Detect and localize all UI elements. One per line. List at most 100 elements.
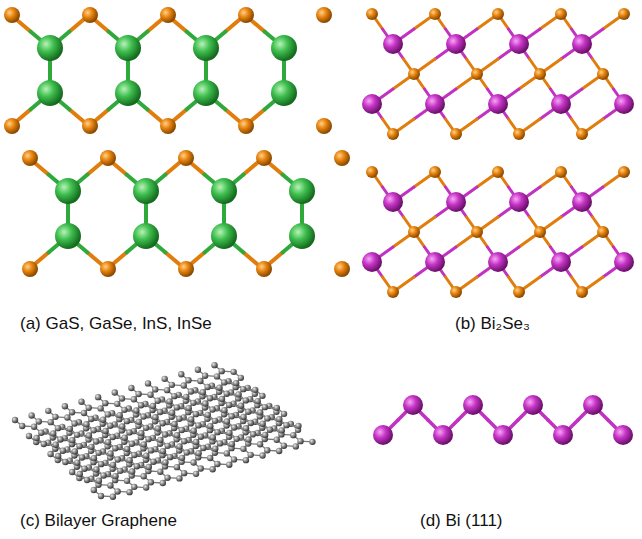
- bismuth-atom: [613, 425, 633, 445]
- carbon-atom: [181, 382, 187, 388]
- carbon-atom: [221, 407, 227, 413]
- carbon-atom: [114, 401, 120, 407]
- carbon-atom: [12, 417, 18, 423]
- carbon-atom: [231, 456, 237, 462]
- sulfur-atom: [178, 150, 194, 166]
- selenium-atom: [366, 8, 378, 20]
- graphene-sheet: [26, 378, 316, 500]
- sulfur-atom: [82, 7, 98, 23]
- carbon-atom: [107, 423, 113, 429]
- carbon-atom: [91, 487, 97, 493]
- carbon-atom: [100, 417, 106, 423]
- carbon-atom: [100, 472, 106, 478]
- gallium-atom: [55, 223, 81, 249]
- carbon-atom: [257, 409, 263, 415]
- carbon-atom: [161, 376, 167, 382]
- carbon-atom: [219, 368, 225, 374]
- carbon-atom: [276, 416, 282, 422]
- selenium-atom: [597, 226, 609, 238]
- carbon-atom: [152, 414, 158, 420]
- carbon-atom: [207, 455, 213, 461]
- selenium-atom: [534, 226, 546, 238]
- sulfur-atom: [100, 261, 116, 277]
- carbon-atom: [259, 452, 265, 458]
- carbon-atom: [197, 378, 203, 384]
- carbon-atom: [126, 457, 132, 463]
- carbon-atom: [122, 435, 128, 441]
- sulfur-atom: [238, 7, 254, 23]
- carbon-atom: [164, 443, 170, 449]
- carbon-atom: [74, 460, 80, 466]
- carbon-atom: [55, 425, 61, 431]
- carbon-atom: [164, 387, 170, 393]
- carbon-atom: [166, 398, 172, 404]
- bismuth-atom: [553, 425, 573, 445]
- carbon-atom: [41, 441, 47, 447]
- carbon-atom: [157, 409, 163, 415]
- carbon-atom: [121, 407, 127, 413]
- carbon-atom: [62, 403, 68, 409]
- carbon-atom: [62, 459, 68, 465]
- carbon-atom: [191, 428, 197, 434]
- gallium-atom: [133, 178, 159, 204]
- gallium-atom: [211, 223, 237, 249]
- carbon-atom: [295, 423, 301, 429]
- carbon-atom: [224, 391, 230, 397]
- carbon-atom: [202, 373, 208, 379]
- carbon-atom: [193, 439, 199, 445]
- carbon-atom: [214, 461, 220, 467]
- selenium-atom: [576, 128, 588, 140]
- carbon-atom: [174, 464, 180, 470]
- selenium-atom: [429, 166, 441, 178]
- carbon-atom: [140, 413, 146, 419]
- carbon-atom: [141, 441, 147, 447]
- carbon-atom: [110, 434, 116, 440]
- carbon-atom: [214, 429, 220, 435]
- carbon-atom: [224, 418, 230, 424]
- sulfur-atom: [334, 261, 350, 277]
- carbon-atom: [162, 431, 168, 437]
- carbon-atom: [138, 402, 144, 408]
- bismuth-atom: [425, 252, 445, 272]
- gallium-atom: [271, 35, 297, 61]
- panel-caption: (b) Bi₂Se₃: [455, 314, 530, 334]
- carbon-atom: [176, 475, 182, 481]
- selenium-atom: [387, 286, 399, 298]
- carbon-atom: [105, 411, 111, 417]
- carbon-atom: [207, 423, 213, 429]
- carbon-atom: [176, 443, 182, 449]
- carbon-atom: [53, 442, 59, 448]
- bismuth-atom: [509, 34, 529, 54]
- carbon-atom: [248, 420, 254, 426]
- carbon-atom: [195, 422, 201, 428]
- selenium-atom: [387, 128, 399, 140]
- carbon-atom: [267, 427, 273, 433]
- bismuth-atom: [551, 94, 571, 114]
- gallium-atom: [289, 223, 315, 249]
- carbon-atom: [164, 475, 170, 481]
- carbon-atom: [57, 436, 63, 442]
- carbon-atom: [98, 461, 104, 467]
- carbon-atom: [143, 453, 149, 459]
- carbon-atom: [147, 392, 153, 398]
- carbon-atom: [74, 432, 80, 438]
- bismuth-atom: [425, 94, 445, 114]
- carbon-atom: [293, 443, 299, 449]
- sulfur-atom: [4, 118, 20, 134]
- carbon-atom: [38, 430, 44, 436]
- carbon-atom: [93, 438, 99, 444]
- carbon-atom: [136, 419, 142, 425]
- carbon-atom: [183, 394, 189, 400]
- carbon-atom: [72, 448, 78, 454]
- carbon-atom: [174, 432, 180, 438]
- carbon-atom: [228, 413, 234, 419]
- carbon-atom: [188, 416, 194, 422]
- carbon-atom: [135, 391, 141, 397]
- selenium-atom: [534, 68, 546, 80]
- carbon-atom: [243, 397, 249, 403]
- bismuth-atom: [614, 94, 634, 114]
- selenium-atom: [450, 128, 462, 140]
- sulfur-atom: [256, 261, 272, 277]
- selenium-atom: [597, 68, 609, 80]
